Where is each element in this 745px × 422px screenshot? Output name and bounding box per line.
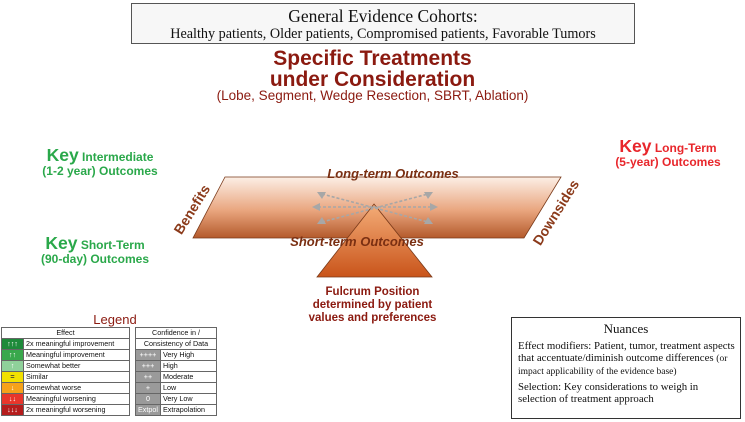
- confidence-symbol: ++++: [135, 349, 161, 361]
- key-long-term-line1: Long-Term: [654, 141, 717, 155]
- table-row: ↑↑↑2x meaningful improvement: [1, 338, 130, 350]
- effect-modifiers-text: Effect modifiers: Patient, tumor, treatm…: [518, 340, 736, 378]
- confidence-label: Very Low: [160, 393, 217, 405]
- effect-legend-table: Effect ↑↑↑2x meaningful improvement ↑↑Me…: [1, 327, 130, 416]
- table-row: ++++Very High: [135, 349, 217, 361]
- effect-symbol: ↑↑: [1, 349, 24, 361]
- key-short-term-line2: (90-day) Outcomes: [40, 252, 150, 266]
- fulcrum-caption: Fulcrum Position determined by patient v…: [290, 286, 455, 325]
- effect-symbol: ↓↓↓: [1, 404, 24, 416]
- confidence-label: Extrapolation: [160, 404, 217, 416]
- evidence-cohorts-box: General Evidence Cohorts: Healthy patien…: [131, 3, 635, 44]
- long-term-outcomes-label: Long-term Outcomes: [327, 166, 458, 181]
- key-intermediate-line1: Intermediate: [82, 150, 154, 164]
- confidence-symbol: +: [135, 382, 161, 394]
- table-row: Confidence in /: [135, 327, 217, 339]
- key-short-term-label: Key Short-Term (90-day) Outcomes: [25, 233, 165, 266]
- effect-symbol: ↓↓: [1, 393, 24, 405]
- legend-title: Legend: [93, 312, 137, 327]
- treatments-title-line1: Specific Treatments: [273, 47, 472, 70]
- key-intermediate-label: Key Intermediate (1-2 year) Outcomes: [25, 145, 175, 178]
- key-short-term-line1: Short-Term: [80, 238, 145, 252]
- treatments-subtitle: (Lobe, Segment, Wedge Resection, SBRT, A…: [216, 88, 529, 103]
- confidence-legend-table: Confidence in / Consistency of Data ++++…: [135, 327, 217, 416]
- key-long-term-line2: (5-year) Outcomes: [615, 155, 721, 169]
- treatments-title: Specific Treatments under Consideration: [200, 48, 545, 90]
- fulcrum-caption-line3: values and preferences: [308, 312, 437, 324]
- table-row: ↑↑Meaningful improvement: [1, 349, 130, 361]
- table-row: ↓↓↓2x meaningful worsening: [1, 404, 130, 416]
- effect-label: 2x meaningful improvement: [23, 338, 130, 350]
- fulcrum-caption-line1: Fulcrum Position: [325, 286, 420, 298]
- confidence-label: Low: [160, 382, 217, 394]
- confidence-symbol: 0: [135, 393, 161, 405]
- table-row: ↑Somewhat better: [1, 360, 130, 372]
- key-intermediate-line2: (1-2 year) Outcomes: [42, 164, 158, 178]
- effect-label: Meaningful worsening: [23, 393, 130, 405]
- confidence-label: Very High: [160, 349, 217, 361]
- key-word: Key: [46, 145, 79, 165]
- effect-modifiers-note: (or impact applicability of the evidence…: [518, 354, 728, 377]
- effect-symbol: ↑: [1, 360, 24, 372]
- effect-label: Somewhat worse: [23, 382, 130, 394]
- effect-label: 2x meaningful worsening: [23, 404, 130, 416]
- selection-text: Selection: Key considerations to weigh i…: [518, 381, 699, 405]
- table-row: ++Moderate: [135, 371, 217, 383]
- table-row: +++High: [135, 360, 217, 372]
- short-term-outcomes-label: Short-term Outcomes: [290, 234, 424, 249]
- confidence-symbol: +++: [135, 360, 161, 372]
- table-row: =Similar: [1, 371, 130, 383]
- effect-modifiers-main: Effect modifiers: Patient, tumor, treatm…: [518, 340, 735, 364]
- table-row: ↓↓Meaningful worsening: [1, 393, 130, 405]
- nuances-box: Nuances Effect modifiers: Patient, tumor…: [511, 317, 741, 419]
- balance-arrows: [318, 193, 432, 223]
- confidence-label: High: [160, 360, 217, 372]
- confidence-symbol: ++: [135, 371, 161, 383]
- cohorts-list: Healthy patients, Older patients, Compro…: [170, 26, 596, 42]
- table-row: Effect: [1, 327, 130, 339]
- table-row: Consistency of Data: [135, 338, 217, 350]
- effect-label: Somewhat better: [23, 360, 130, 372]
- effect-label: Similar: [23, 371, 130, 383]
- arrow-heads: [312, 192, 438, 224]
- key-word: Key: [619, 136, 652, 156]
- confidence-header-line2: Consistency of Data: [135, 338, 217, 350]
- confidence-header-line1: Confidence in /: [135, 327, 217, 339]
- confidence-label: Moderate: [160, 371, 217, 383]
- key-word: Key: [45, 233, 78, 253]
- key-long-term-label: Key Long-Term (5-year) Outcomes: [598, 136, 738, 169]
- effect-symbol: =: [1, 371, 24, 383]
- fulcrum-caption-line2: determined by patient: [312, 299, 433, 311]
- nuances-title: Nuances: [603, 321, 649, 336]
- effect-symbol: ↓: [1, 382, 24, 394]
- effect-header: Effect: [1, 327, 130, 339]
- treatments-title-line2: under Consideration: [269, 68, 476, 91]
- cohorts-title: General Evidence Cohorts:: [288, 6, 478, 26]
- confidence-symbol: Extpol: [135, 404, 161, 416]
- effect-label: Meaningful improvement: [23, 349, 130, 361]
- table-row: +Low: [135, 382, 217, 394]
- effect-symbol: ↑↑↑: [1, 338, 24, 350]
- fulcrum-triangle: [316, 203, 433, 278]
- table-row: ↓Somewhat worse: [1, 382, 130, 394]
